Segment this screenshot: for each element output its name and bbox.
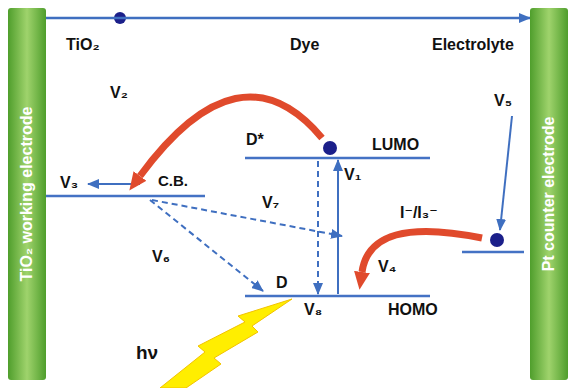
homo-level [245, 295, 430, 298]
process-number: V₄ [378, 258, 396, 276]
state-label: D* [246, 131, 264, 149]
electron-flow-wire [46, 17, 530, 20]
lumo-level [245, 157, 430, 160]
recombination-arrow [152, 200, 342, 236]
electrode-label: TiO₂ working electrode [18, 107, 36, 282]
relaxation-arrow [317, 161, 319, 294]
process-number: V₃ [60, 174, 78, 192]
excitation-arrow [337, 160, 339, 294]
light-bolt [160, 299, 292, 388]
electrode-band: TiO₂ working electrode [8, 8, 46, 380]
injection-curve [140, 97, 322, 176]
process-number: V₇ [262, 194, 279, 212]
light-label: hν [136, 342, 158, 364]
electron-dot [490, 233, 504, 247]
level-label: HOMO [388, 301, 438, 319]
level-label: LUMO [372, 136, 419, 154]
redox-level [462, 251, 524, 254]
state-label: D [276, 274, 288, 292]
process-number: V₅ [494, 92, 512, 110]
process-number: V₁ [344, 166, 361, 184]
region-label: Dye [290, 36, 319, 54]
process-number: V₂ [110, 84, 128, 102]
process-number: V₈ [304, 301, 322, 319]
electrode-band: Pt counter electrode [530, 8, 568, 380]
region-label: Electrolyte [432, 36, 514, 54]
injection-arrow [88, 183, 140, 185]
regeneration-arrow [500, 116, 512, 230]
electron-dot [323, 141, 337, 155]
recombination-arrow [150, 200, 263, 291]
electrode-label: Pt counter electrode [540, 117, 558, 272]
level-label: C.B. [158, 172, 188, 189]
conduction-band-line [46, 195, 205, 198]
process-number: V₆ [152, 248, 170, 266]
region-label: TiO₂ [66, 36, 99, 54]
redox-label: I⁻/I₃⁻ [400, 204, 438, 222]
